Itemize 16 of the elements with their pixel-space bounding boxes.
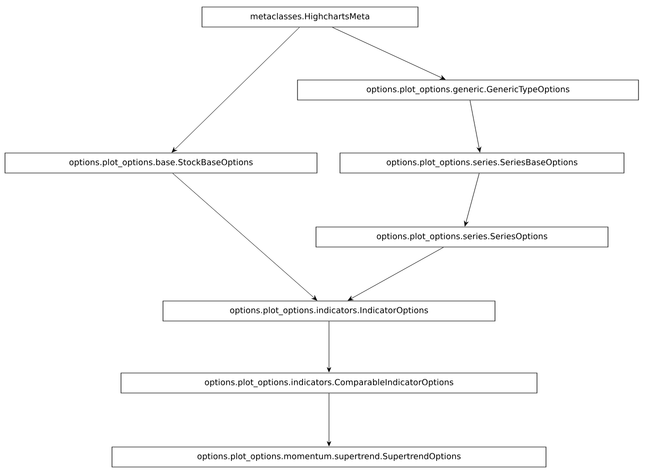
arrow — [332, 27, 446, 80]
class-box: options.plot_options.indicators.ComparableIndicatorOptions — [120, 372, 538, 394]
arrow — [172, 27, 300, 152]
arrow — [326, 393, 332, 446]
arrow — [470, 100, 482, 152]
class-box: options.plot_options.base.StockBaseOptions — [4, 152, 318, 174]
arrow — [348, 247, 444, 301]
arrow — [464, 173, 480, 226]
arrow — [172, 173, 318, 301]
class-box: options.plot_options.generic.GenericTypeOptions — [297, 80, 639, 100]
arrow — [326, 321, 332, 372]
class-box: options.plot_options.momentum.supertrend.SupertrendOptions — [112, 446, 546, 468]
class-box: metaclasses.HighchartsMeta — [202, 6, 418, 28]
class-box: options.plot_options.indicators.IndicatorOptions — [162, 300, 496, 322]
class-box: options.plot_options.series.SeriesBaseOptions — [340, 152, 624, 174]
class-box: options.plot_options.series.SeriesOptions — [316, 226, 608, 248]
